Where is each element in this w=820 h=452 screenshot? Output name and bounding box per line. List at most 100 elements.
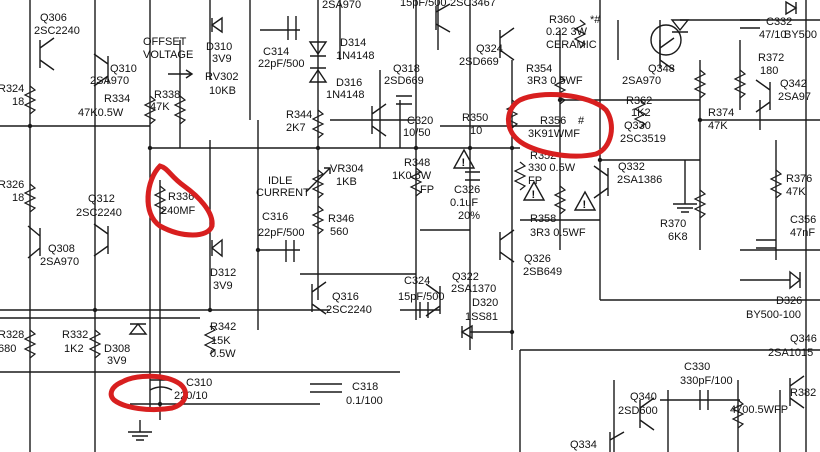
label-q332: Q332 xyxy=(618,161,645,173)
label-r362-val: 1K2 xyxy=(631,107,651,119)
svg-text:!: ! xyxy=(462,157,466,169)
label-r360-val: 0.22 3W xyxy=(546,26,588,38)
label-r370: R370 xyxy=(660,218,686,230)
label-r376: R376 xyxy=(786,173,812,185)
svg-text:!: ! xyxy=(583,199,587,211)
label-r346-val: 560 xyxy=(330,226,348,238)
label-r348: R348 xyxy=(404,157,430,169)
label-q308-part: 2SA970 xyxy=(40,256,79,268)
label-q316-part: 2SC2240 xyxy=(326,304,372,316)
label-c356-val: 47nF xyxy=(790,227,815,239)
label-r348-type: FP xyxy=(420,184,434,196)
label-c332-val: 47/10 xyxy=(759,29,787,41)
label-d308-val: 3V9 xyxy=(107,355,127,367)
diodes xyxy=(128,0,802,340)
label-c326-tol: 20% xyxy=(458,210,480,222)
label-c324-val: 15pF/500 xyxy=(398,291,444,303)
label-offset: OFFSET xyxy=(143,36,187,48)
label-q306: Q306 xyxy=(40,12,67,24)
label-q316: Q316 xyxy=(332,291,359,303)
label-r370-val: 6K8 xyxy=(668,231,688,243)
label-r338: R338 xyxy=(154,89,180,101)
label-r356: R356 xyxy=(540,115,566,127)
label-q324: Q324 xyxy=(476,43,503,55)
label-d316: D316 xyxy=(336,77,362,89)
label-r360: R360 xyxy=(549,14,575,26)
label-top-2sa970: 2SA970 xyxy=(322,0,361,11)
label-c318: C318 xyxy=(352,381,378,393)
label-q306-part: 2SC2240 xyxy=(34,25,80,37)
label-d320: D320 xyxy=(472,297,498,309)
label-c326-val: 0.1uF xyxy=(450,197,478,209)
label-top-by500: BY500 xyxy=(784,29,817,41)
label-vr304: VR304 xyxy=(330,163,364,175)
label-d314: D314 xyxy=(340,37,366,49)
label-q326-part: 2SB649 xyxy=(523,266,562,278)
label-r326: R326 xyxy=(0,179,24,191)
label-q340-part: 2SD600 xyxy=(618,405,658,417)
label-q342: Q342 xyxy=(780,78,807,90)
label-q348-part: 2SA970 xyxy=(622,75,661,87)
label-rv302: RV302 xyxy=(205,71,238,83)
label-r334: R334 xyxy=(104,93,130,105)
label-d326-part: BY500-100 xyxy=(746,309,801,321)
label-c314-val: 22pF/500 xyxy=(258,58,304,70)
label-r338-val: 47K xyxy=(150,101,170,113)
label-r342-val: 15K xyxy=(211,335,231,347)
label-q308: Q308 xyxy=(48,243,75,255)
label-c326: C326 xyxy=(454,184,480,196)
junction-dots xyxy=(27,97,703,407)
highlight-marks xyxy=(108,92,614,413)
label-c330-val: 330pF/100 xyxy=(680,375,733,387)
label-q310: Q310 xyxy=(110,63,137,75)
resistors xyxy=(23,19,783,429)
label-r326-val: 18 xyxy=(12,192,24,204)
label-c356: C356 xyxy=(790,214,816,226)
label-r328: R328 xyxy=(0,329,24,341)
highlight-circle-c310 xyxy=(108,373,189,413)
label-top-15pf: 15pF/500 xyxy=(400,0,446,9)
label-r350-val: 10 xyxy=(470,125,482,137)
label-d310: D310 xyxy=(206,41,232,53)
label-r358-val: 3R3 0.5WF xyxy=(530,227,586,239)
label-r362: R362 xyxy=(626,95,652,107)
label-q342-part: 2SA97 xyxy=(778,91,811,103)
label-r360-type: CERAMIC xyxy=(546,39,597,51)
label-q318-part: 2SD669 xyxy=(384,75,424,87)
label-r350: R350 xyxy=(462,112,488,124)
label-q312: Q312 xyxy=(88,193,115,205)
label-r346: R346 xyxy=(328,213,354,225)
label-r342: R342 xyxy=(210,321,236,333)
label-idle: IDLE xyxy=(268,175,292,187)
label-r374: R374 xyxy=(708,107,734,119)
label-r376-val: 47K xyxy=(786,186,806,198)
label-c310-val: 220/10 xyxy=(174,390,208,402)
label-r354-val: 3R3 0.5WF xyxy=(527,75,583,87)
label-q334: Q334 xyxy=(570,439,597,451)
label-r334-val: 47K0.5W xyxy=(78,107,124,119)
label-d312-val: 3V9 xyxy=(213,280,233,292)
label-r342-pw: 0.5W xyxy=(210,348,236,360)
warning-triangles: ! ! ! xyxy=(452,148,597,211)
label-r356-val: 3K91WMF xyxy=(528,128,580,140)
label-c318-val: 0.1/100 xyxy=(346,395,383,407)
label-r352-val: 330 0.5W xyxy=(528,162,576,174)
label-q340: Q340 xyxy=(630,391,657,403)
label-c316-val: 22pF/500 xyxy=(258,227,304,239)
label-d308: D308 xyxy=(104,343,130,355)
label-d326: D326 xyxy=(776,295,802,307)
label-r332: R332 xyxy=(62,329,88,341)
label-q322-part: 2SA1370 xyxy=(451,283,496,295)
label-c316: C316 xyxy=(262,211,288,223)
label-q326: Q326 xyxy=(524,253,551,265)
label-voltage: VOLTAGE xyxy=(143,49,193,61)
highlight-circle-r336 xyxy=(145,163,215,238)
highlight-circle-r356 xyxy=(506,92,614,159)
label-r348-val: 1K0.5W xyxy=(392,170,432,182)
label-q318: Q318 xyxy=(393,63,420,75)
label-c332: C332 xyxy=(766,16,792,28)
label-d312: D312 xyxy=(210,267,236,279)
label-r332-val: 1K2 xyxy=(64,343,84,355)
label-r328-val: 680 xyxy=(0,343,16,355)
